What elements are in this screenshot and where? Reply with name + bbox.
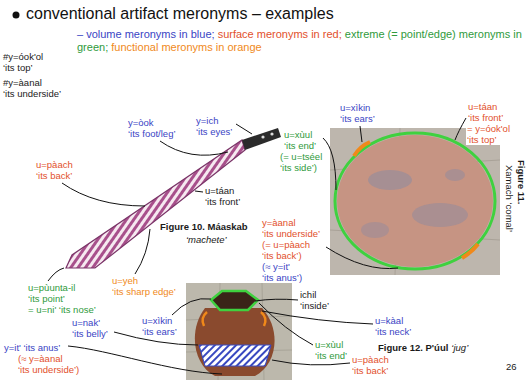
part-label: y=àanal ‘its underside’ [262,218,320,239]
part-label: = y=óok'ol ‘its top’ [466,124,511,145]
part-label: ichil ‘inside’ [300,290,329,311]
part-label: (≈ y=àanal ‘its underside’) [18,354,79,375]
part-label: u=pàach ‘its back’ [352,355,389,376]
part-label: u=xìkin ‘its ears’ [340,103,375,124]
part-label: u=táan ‘its front’ [205,186,240,207]
part-label: u=táan ‘its front’ [468,102,503,123]
part-label: u=xùul ‘its end’ [284,130,316,151]
part-label: u=pùunta-il ‘its point’ [28,283,75,304]
colour-key-note: – volume meronyms in blue; [77,28,215,40]
part-label: = u=ni' ‘its nose’ [28,305,96,316]
part-label: #y=óok'ol ‘its top’ [3,52,43,73]
leader-lines [48,118,466,374]
part-label: y=ich ‘its eyes’ [196,116,232,137]
comal-photo [330,128,500,275]
part-label: y=it' ‘its anus’ [4,343,60,354]
part-label: u=xùul ‘its end’ [315,340,347,361]
colour-key-line: – volume meronyms in blue; surface meron… [77,28,523,54]
figure-caption: Figure 10. Máaskab [160,222,248,233]
bullet [13,12,20,19]
part-label: y=òok ‘its foot/leg’ [128,118,176,139]
part-label: (= u=pàach ‘its back’) [262,240,310,261]
part-label: #y=àanal ‘its underside’ [3,78,61,99]
colour-key-note: functional meronyms in orange [111,41,261,53]
machete-drawing [66,128,281,268]
page-number: 26 [506,362,517,373]
part-label: u=yeh ‘its sharp edge’ [112,276,176,297]
part-label: u=kàal ‘its neck’ [375,316,411,337]
part-label: (≈ y=it' ‘its anus’) [262,262,302,283]
jug-photo [186,283,292,380]
slide-title: conventional artifact meronyms – example… [26,5,334,23]
figure-caption: Figure 11. [516,160,527,204]
figure-caption: Figure 12. P'úul [378,343,448,354]
part-label: u=xìkin ‘its ears’ [142,316,177,337]
colour-key-note: surface meronyms in red; [218,28,342,40]
part-label: u=pàach ‘its back’ [36,160,73,181]
figure-caption: ‘machete’ [186,235,227,246]
figure-caption: ‘jug’ [451,343,468,354]
part-label: (= u=tséel ‘its side’) [280,152,322,173]
figure-caption: Xamach ‘comal’ [504,165,515,232]
part-label: u=nak' ‘its belly’ [72,318,108,339]
